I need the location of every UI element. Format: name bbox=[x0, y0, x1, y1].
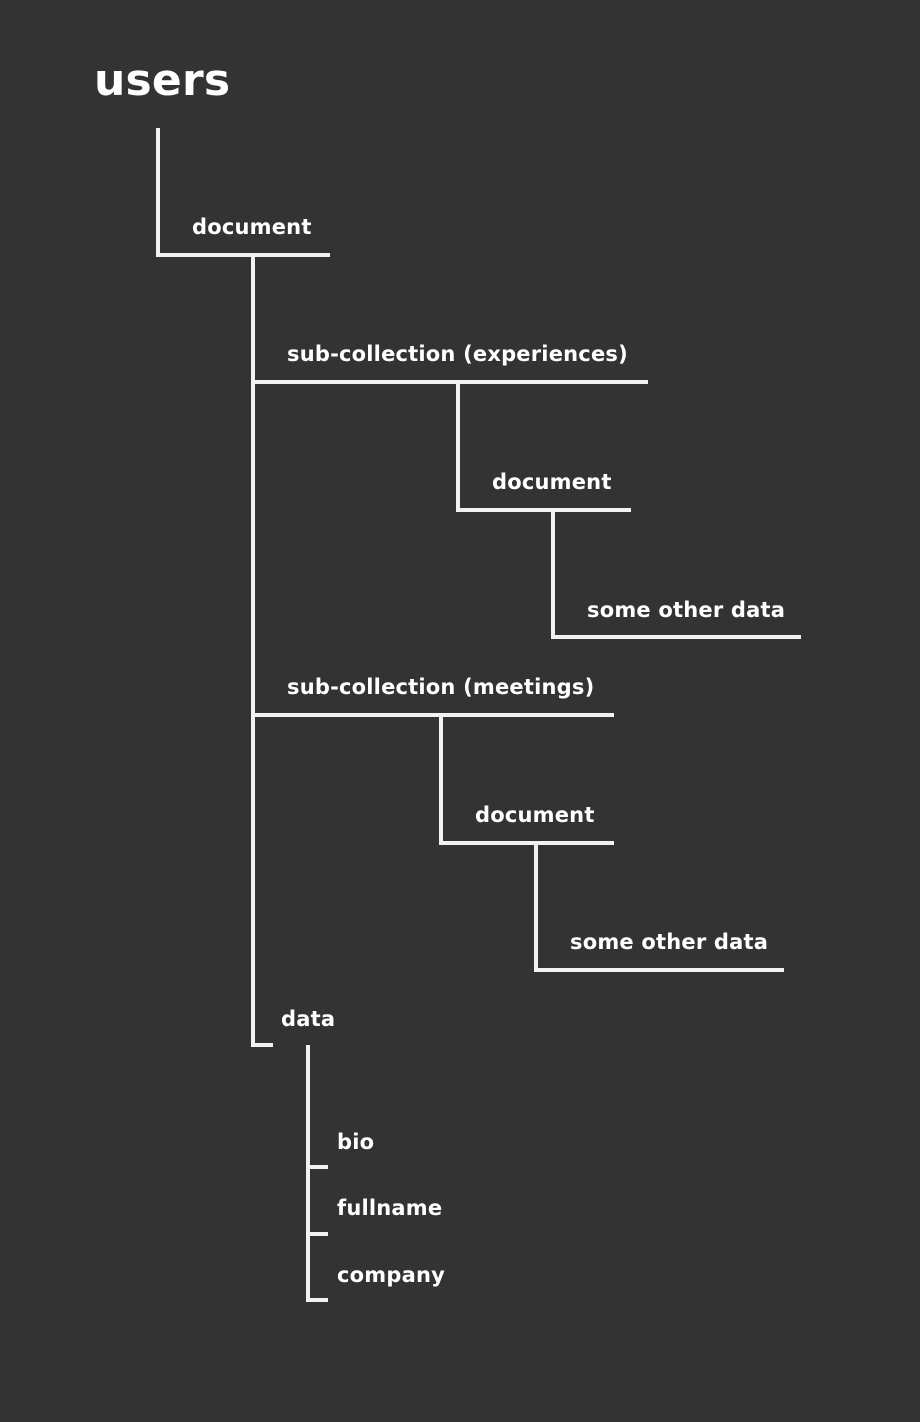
node-subcollection-meetings: sub-collection (meetings) bbox=[287, 675, 595, 699]
field-company: company bbox=[337, 1263, 445, 1287]
connector-document-children bbox=[251, 255, 273, 1047]
connector-meetings-document bbox=[439, 715, 614, 845]
page-title: users bbox=[94, 55, 231, 106]
connector-experiences-document bbox=[456, 382, 631, 512]
node-experiences-other-data: some other data bbox=[587, 598, 786, 622]
field-bio: bio bbox=[337, 1130, 375, 1154]
node-meetings-document: document bbox=[475, 803, 595, 827]
node-document: document bbox=[192, 215, 312, 239]
connector-data-fields bbox=[306, 1045, 328, 1302]
node-data: data bbox=[281, 1007, 336, 1031]
field-fullname: fullname bbox=[337, 1196, 443, 1220]
node-meetings-other-data: some other data bbox=[570, 930, 769, 954]
connector-meetings-other-data bbox=[534, 843, 784, 972]
connector-users-document bbox=[156, 128, 330, 257]
node-subcollection-experiences: sub-collection (experiences) bbox=[287, 342, 628, 366]
connector-experiences-other-data bbox=[551, 510, 801, 639]
node-experiences-document: document bbox=[492, 470, 612, 494]
